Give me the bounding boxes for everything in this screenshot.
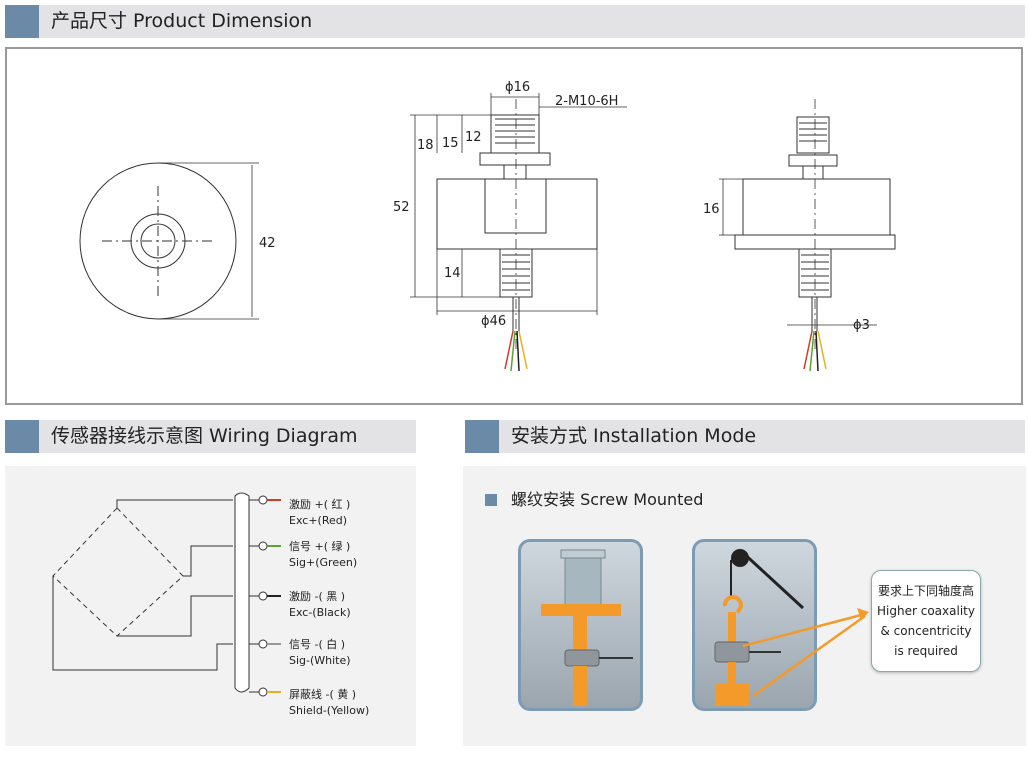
front-top-thread: [490, 114, 540, 154]
section-title: 安装方式 Installation Mode: [511, 425, 757, 447]
wire-label-en: Exc+(Red): [289, 514, 347, 527]
coaxiality-note: 要求上下同轴度高 Higher coaxality & concentricit…: [871, 570, 981, 672]
section-marker: [5, 420, 39, 453]
wiring-diagram: 激励 +( 红 ) Exc+(Red) 信号 +( 绿 ) Sig+(Green…: [52, 492, 369, 717]
dimension-drawing-panel: 42 ϕ16 2-M10-6H 18 15 12 52 14 ϕ46 16 ϕ3: [5, 47, 1023, 405]
screw-mount-illustration: [518, 539, 643, 711]
wire-terminals: [258, 495, 281, 697]
front-body: [436, 178, 598, 250]
section-title: 传感器接线示意图 Wiring Diagram: [51, 425, 358, 447]
wire-label-cn: 信号 -( 白 ): [289, 637, 345, 651]
dim-16: 16: [703, 202, 720, 217]
section-marker: [465, 420, 499, 453]
front-nut: [479, 152, 551, 166]
wire-label-en: Sig-(White): [289, 654, 351, 667]
dim-42: 42: [259, 236, 276, 251]
dim-46: ϕ46: [481, 314, 506, 329]
dim-52: 52: [393, 200, 410, 215]
wire-label-en: Shield-(Yellow): [289, 704, 369, 717]
section-header-wiring: 传感器接线示意图 Wiring Diagram: [5, 420, 416, 453]
wiring-diagram-panel: 激励 +( 红 ) Exc+(Red) 信号 +( 绿 ) Sig+(Green…: [5, 466, 416, 746]
dim-12: 12: [465, 130, 482, 145]
section-title: 产品尺寸 Product Dimension: [51, 10, 313, 32]
section-marker: [5, 5, 39, 38]
installation-panel: 螺纹安装 Screw Mounted 要求: [463, 466, 1026, 746]
side-top-thread: [796, 116, 830, 154]
side-body: [742, 178, 891, 236]
wire-label-en: Exc-(Black): [289, 606, 351, 619]
dim-15: 15: [442, 136, 459, 151]
coaxial-mount-illustration: [692, 539, 817, 711]
dim-18: 18: [417, 138, 434, 153]
note-en-line: & concentricity: [880, 624, 972, 638]
top-view-bore: [140, 223, 176, 259]
section-header-install: 安装方式 Installation Mode: [465, 420, 1025, 453]
wire-label-cn: 激励 +( 红 ): [289, 497, 350, 511]
note-cn: 要求上下同轴度高: [877, 584, 974, 598]
section-header-dimension: 产品尺寸 Product Dimension: [5, 5, 1025, 38]
wire-label-cn: 激励 -( 黑 ): [289, 589, 345, 603]
note-en-line: Higher coaxality: [877, 604, 975, 618]
wire-label-en: Sig+(Green): [289, 556, 357, 569]
dim-thread-spec: 2-M10-6H: [555, 94, 618, 109]
note-en-line: is required: [894, 644, 958, 658]
wire-label-cn: 屏蔽线 -( 黄 ): [289, 687, 356, 701]
bridge: [52, 507, 184, 637]
bullet-square: [485, 494, 497, 506]
dimension-drawing: 42 ϕ16 2-M10-6H 18 15 12 52 14 ϕ46 16 ϕ3: [79, 80, 896, 372]
dim-14: 14: [444, 266, 461, 281]
dim-cable-dia: ϕ3: [853, 318, 870, 333]
dim-thread-dia: ϕ16: [505, 80, 530, 95]
install-subtitle: 螺纹安装 Screw Mounted: [485, 486, 703, 510]
wire-label-cn: 信号 +( 绿 ): [289, 539, 350, 553]
